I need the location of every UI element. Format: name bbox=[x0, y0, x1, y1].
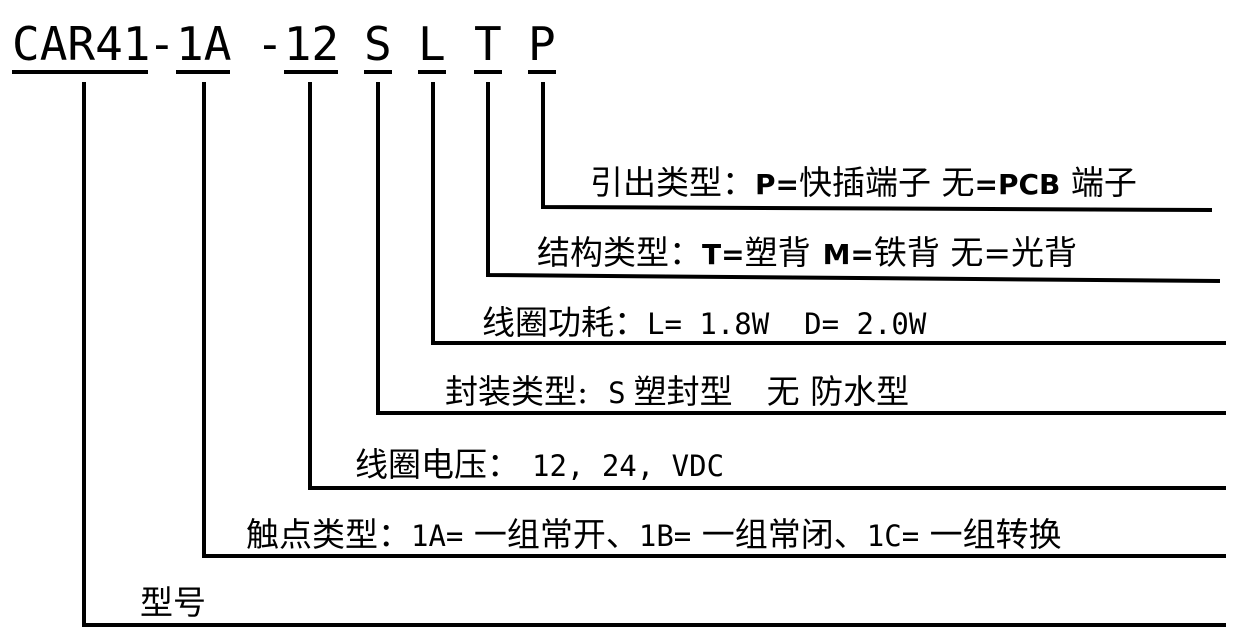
legend-structure: 结构类型：T=塑背 M=铁背 无=光背 bbox=[537, 233, 1077, 272]
code-sep: - bbox=[148, 17, 176, 71]
voltage-values: 12, 24, VDC bbox=[532, 449, 724, 483]
code-voltage: -12 bbox=[256, 17, 339, 71]
code-contact: 1A bbox=[176, 17, 231, 71]
contact-c-code: 1C= bbox=[867, 519, 919, 553]
leader-lines bbox=[82, 82, 1226, 627]
terminal-p-text: 快插端子 bbox=[799, 163, 931, 202]
terminal-label: 引出类型： bbox=[590, 163, 755, 202]
leader-model bbox=[82, 82, 1226, 627]
legend-voltage: 线圈电压： 12, 24, VDC bbox=[355, 445, 724, 484]
legend-terminal: 引出类型：P=快插端子 无=PCB 端子 bbox=[590, 163, 1137, 202]
structure-m-code: M= bbox=[823, 238, 874, 271]
contact-c-text: 一组转换 bbox=[919, 515, 1062, 554]
legend-model: 型号 bbox=[140, 583, 206, 622]
model-label: 型号 bbox=[140, 583, 206, 622]
contact-b-code: 1B= bbox=[639, 519, 691, 553]
seal-none-text: 无 防水型 bbox=[767, 372, 910, 411]
code-base: CAR41 bbox=[12, 17, 150, 71]
code-structure: T bbox=[474, 17, 502, 71]
terminal-none-text: 无 bbox=[931, 163, 975, 202]
terminal-pcb-code: =PCB bbox=[974, 168, 1060, 201]
leader-terminal bbox=[541, 82, 1213, 212]
power-label: 线圈功耗： bbox=[482, 303, 647, 342]
model-code: CAR41 - 1A -12 S L T P bbox=[12, 17, 556, 71]
leader-voltage bbox=[308, 82, 1226, 490]
code-terminal: P bbox=[528, 17, 556, 71]
seal-label: 封装类型: bbox=[445, 372, 588, 411]
terminal-pcb-text: 端子 bbox=[1060, 163, 1137, 202]
leader-contact bbox=[202, 82, 1226, 558]
legend-contact: 触点类型：1A= 一组常开、1B= 一组常闭、1C= 一组转换 bbox=[246, 515, 1062, 554]
contact-a-text: 一组常开、 bbox=[463, 515, 639, 554]
structure-t-code: T= bbox=[702, 238, 745, 271]
voltage-label: 线圈电压： bbox=[355, 445, 520, 484]
leader-structure bbox=[486, 82, 1221, 283]
legend-seal: 封装类型: S 塑封型无 防水型 bbox=[445, 372, 909, 411]
contact-label: 触点类型： bbox=[246, 515, 411, 554]
structure-none-text: 无=光背 bbox=[940, 233, 1077, 272]
contact-a-code: 1A= bbox=[411, 519, 463, 553]
leader-power bbox=[431, 82, 1226, 345]
terminal-p-code: P= bbox=[755, 168, 799, 201]
seal-s-value: S bbox=[608, 376, 625, 410]
contact-b-text: 一组常闭、 bbox=[691, 515, 867, 554]
leader-seal bbox=[376, 82, 1226, 415]
structure-m-text: 铁背 bbox=[874, 233, 940, 272]
legend-power: 线圈功耗：L= 1.8W D= 2.0W bbox=[482, 303, 927, 342]
seal-s-text: 塑封型 bbox=[634, 372, 733, 411]
structure-label: 结构类型： bbox=[537, 233, 702, 272]
structure-t-text: 塑背 bbox=[745, 233, 811, 272]
power-values: L= 1.8W D= 2.0W bbox=[647, 307, 927, 341]
code-power: L bbox=[418, 17, 446, 71]
code-seal: S bbox=[364, 17, 392, 71]
